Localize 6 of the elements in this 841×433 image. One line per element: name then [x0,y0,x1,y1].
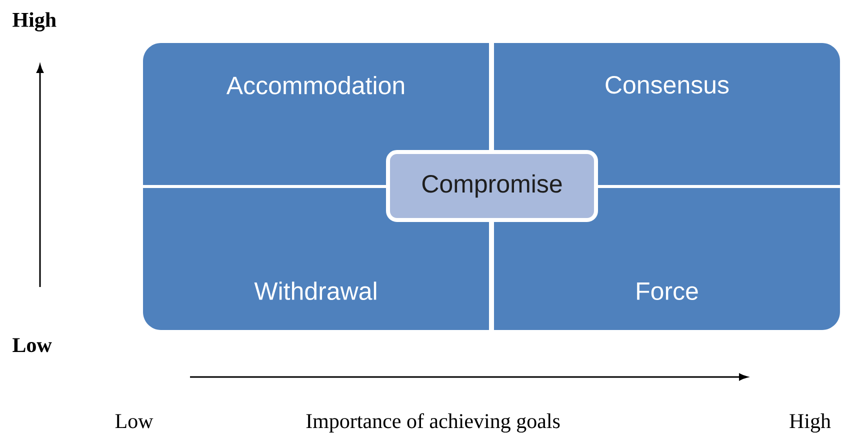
axis-label: Low [12,338,52,352]
axis-label: Low [115,414,154,428]
axis-label: High [12,12,56,32]
compromise-box: Compromise [386,150,598,222]
axis-label: Importance of achieving goals [306,413,560,433]
axis-label: High [790,413,831,433]
